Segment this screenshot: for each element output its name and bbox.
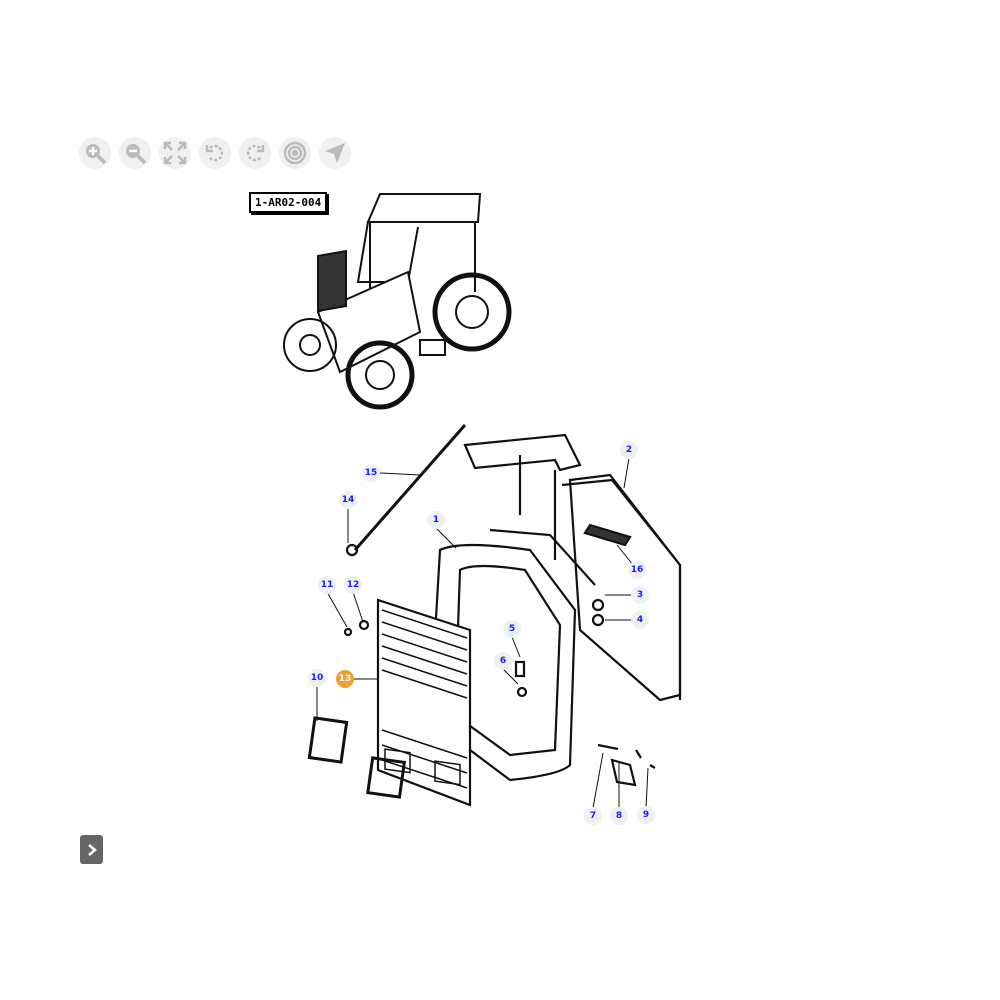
zoom-out-icon [126,144,147,165]
callout-6[interactable]: 6 [494,652,512,670]
rotate-right-button[interactable] [239,137,271,169]
callout-16[interactable]: 16 [628,561,646,579]
fit-screen-button[interactable] [159,137,191,169]
navigate-icon [325,143,345,163]
zoom-in-icon [86,144,107,165]
callout-5[interactable]: 5 [503,620,521,638]
rotate-right-icon [246,144,265,162]
leader-lines [316,457,649,809]
next-page-button[interactable] [80,835,103,864]
tractor-illustration [283,193,512,410]
rotate-left-icon [205,144,224,162]
zoom-in-button[interactable] [79,137,111,169]
target-icon [283,141,307,165]
grille-assembly [307,424,682,807]
callout-12[interactable]: 12 [344,576,362,594]
callout-9[interactable]: 9 [637,806,655,824]
rotate-left-button[interactable] [199,137,231,169]
diagram-reference: 1-AR02-004 [249,192,328,213]
viewer-toolbar [79,137,351,169]
callout-3[interactable]: 3 [631,586,649,604]
callout-4[interactable]: 4 [631,611,649,629]
callout-14[interactable]: 14 [339,491,357,509]
callout-10[interactable]: 10 [308,669,326,687]
zoom-out-button[interactable] [119,137,151,169]
callout-15[interactable]: 15 [362,464,380,482]
callout-1[interactable]: 1 [427,511,445,529]
callout-2[interactable]: 2 [620,441,638,459]
fit-screen-icon [163,141,187,165]
callout-7[interactable]: 7 [584,807,602,825]
callout-13[interactable]: 13 [336,670,354,688]
callout-11[interactable]: 11 [318,576,336,594]
target-button[interactable] [279,137,311,169]
callout-8[interactable]: 8 [610,807,628,825]
chevron-right-icon [87,843,97,856]
navigate-button[interactable] [319,137,351,169]
